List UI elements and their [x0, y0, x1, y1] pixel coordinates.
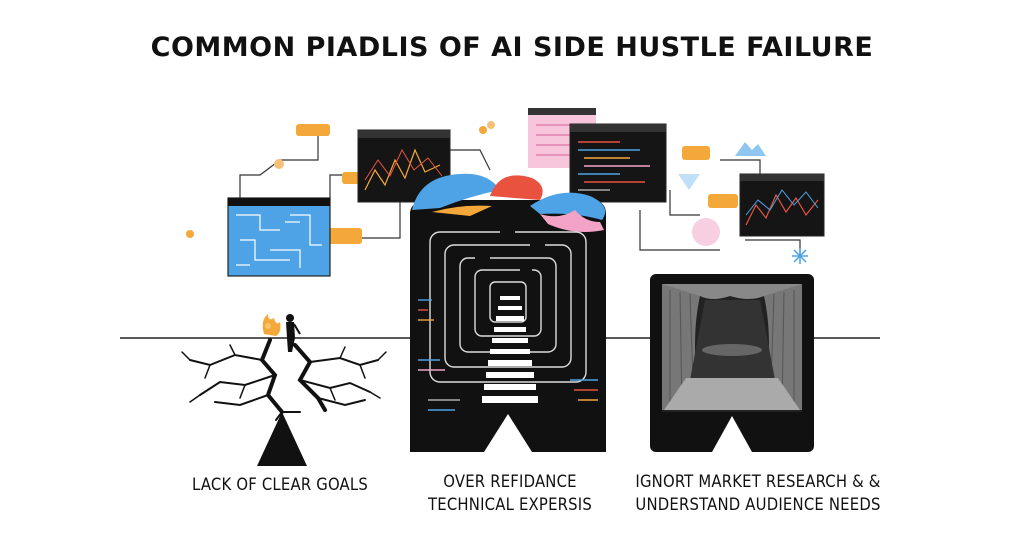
page-title: COMMON PIADLIS OF AI SIDE HUSTLE FAILURE	[150, 32, 874, 63]
mountain-icon	[735, 142, 766, 156]
pitfall-label-lack-of-goals: LACK OF CLEAR GOALS	[150, 473, 410, 496]
label-line: UNDERSTAND AUDIENCE NEEDS	[635, 495, 881, 514]
fire-icon	[262, 314, 281, 336]
orange-tag	[296, 124, 330, 136]
orange-tag	[682, 146, 710, 160]
circuit-window	[227, 197, 331, 277]
label-line: LACK OF CLEAR GOALS	[192, 475, 368, 494]
code-window	[569, 123, 667, 203]
label-line: OVER REFIDANCE	[443, 472, 577, 491]
up-arrow	[257, 412, 307, 466]
orange-tag	[708, 194, 738, 208]
person-figure	[286, 314, 301, 352]
triangle-icon	[678, 174, 700, 190]
code-window	[357, 129, 451, 203]
pink-circle	[692, 218, 720, 246]
label-line: TECHNICAL EXPERSIS	[428, 495, 592, 514]
stage-panel	[650, 274, 814, 452]
center-pillar	[410, 173, 606, 452]
pitfall-label-over-reliance: OVER REFIDANCE TECHNICAL EXPERSIS	[395, 470, 625, 516]
orange-tag	[322, 228, 362, 244]
orange-dot	[487, 121, 495, 129]
chart-window	[739, 173, 825, 237]
cracked-ground	[181, 338, 387, 421]
orange-dot	[274, 159, 284, 169]
label-line: IGNORT MARKET RESEARCH & &	[635, 472, 881, 491]
orange-dot	[186, 230, 194, 238]
pitfall-label-market-research: IGNORT MARKET RESEARCH & & UNDERSTAND AU…	[608, 470, 908, 516]
spark-icon	[792, 248, 808, 264]
orange-dot	[479, 126, 487, 134]
